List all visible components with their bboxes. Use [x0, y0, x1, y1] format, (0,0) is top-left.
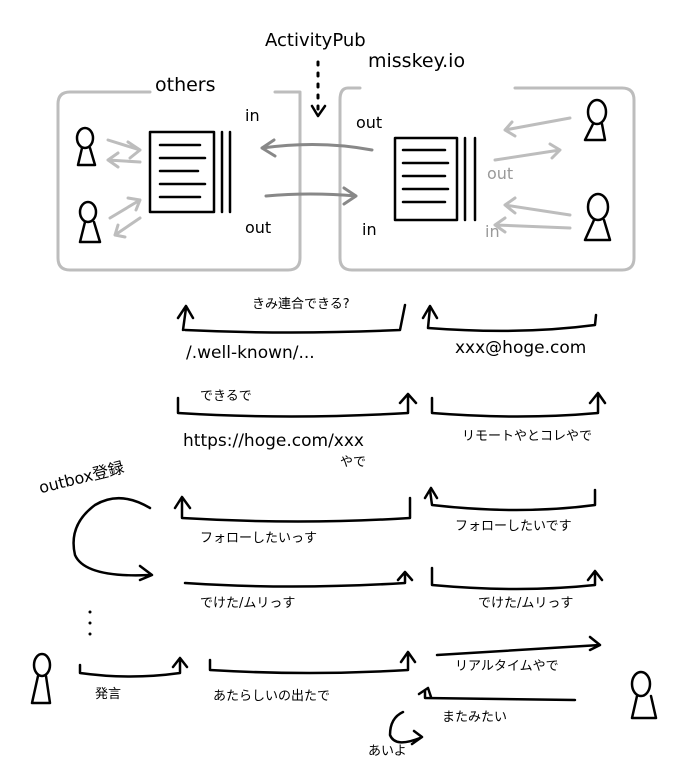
misskey-box	[338, 86, 636, 272]
ok-label: あいよ	[368, 744, 407, 759]
misskey-label: misskey.io	[368, 50, 466, 72]
local-out-label: out	[487, 164, 514, 183]
want-more-label: またみたい	[442, 710, 508, 725]
remote-note: リモートやとコレやで	[462, 429, 593, 444]
others-label: others	[155, 74, 216, 96]
account-address: xxx@hoge.com	[455, 338, 587, 358]
ellipsis-dots	[88, 610, 92, 636]
outbound-arrow	[264, 186, 358, 206]
in-label: in	[362, 220, 377, 239]
activitypub-label: ActivityPub	[265, 30, 366, 51]
in-label: in	[245, 106, 260, 125]
person-icons	[30, 98, 658, 720]
inbound-arrow	[260, 138, 374, 158]
others-box	[56, 90, 302, 272]
url-suffix: やで	[340, 455, 367, 470]
post-label: 発言	[95, 687, 122, 702]
follow-result-left: でけた/ムリっす	[200, 596, 296, 611]
out-label: out	[245, 218, 272, 237]
can-do-label: できるで	[200, 389, 252, 404]
follow-result-right: でけた/ムリっす	[478, 596, 574, 611]
federation-question: きみ連合できる?	[252, 297, 350, 312]
misskey-server-icon	[393, 136, 477, 222]
local-in-label: in	[485, 222, 500, 241]
actor-url: https://hoge.com/xxx	[183, 431, 364, 451]
realtime-label: リアルタイムやで	[455, 659, 559, 674]
out-label: out	[356, 113, 383, 132]
outbox-loop-arrow	[72, 497, 154, 582]
follow-request-right: フォローしたいです	[455, 519, 572, 534]
new-post-label: あたらしいの出たで	[213, 689, 331, 704]
wellknown-path: /.well-known/...	[186, 343, 315, 363]
others-server-icon	[148, 130, 232, 214]
ok-loop-arrow	[388, 710, 424, 746]
follow-request-left: フォローしたいっす	[200, 531, 318, 546]
